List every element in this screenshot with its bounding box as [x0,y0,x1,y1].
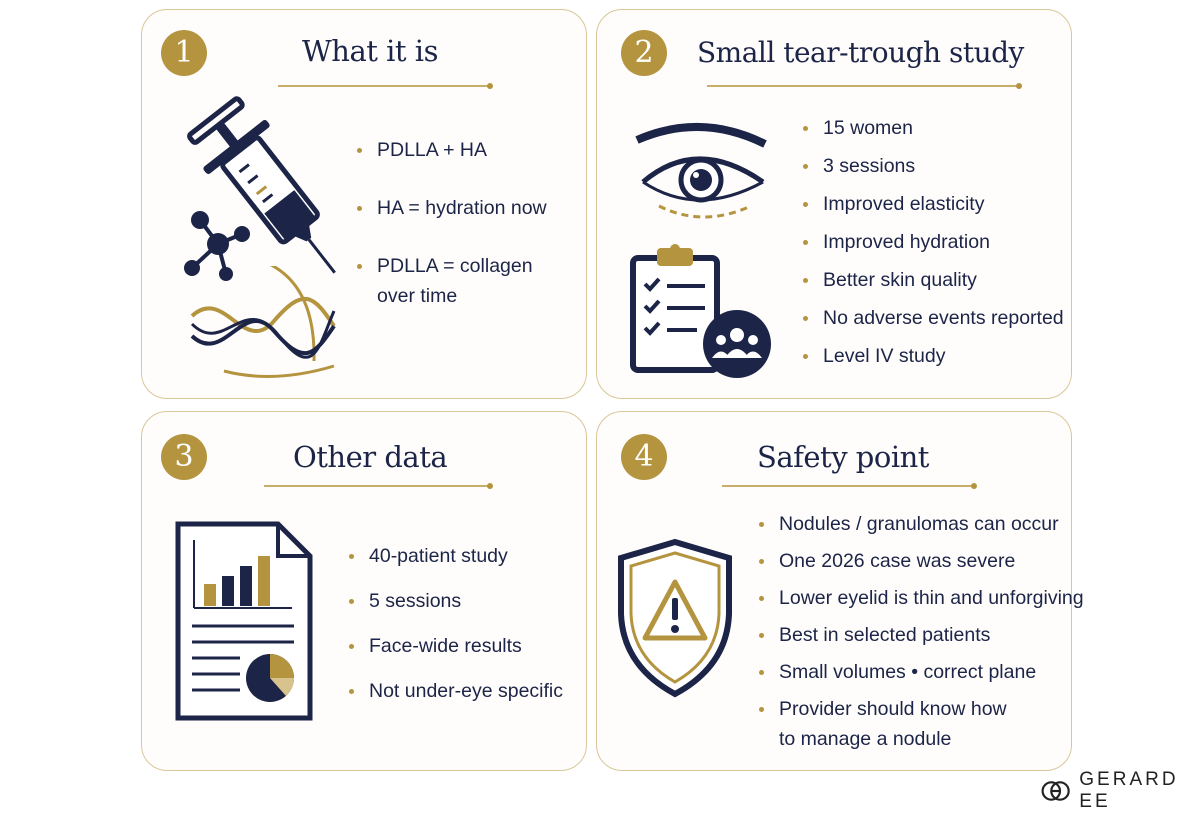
list-item: Face-wide results [347,634,563,659]
molecule-icon [184,211,250,281]
card-title: Small tear-trough study [697,36,1024,69]
ge-monogram-icon [1041,781,1070,801]
card-safety-point: 4 Safety point Nodules / granulomas can … [596,411,1084,771]
title-underline [264,483,493,488]
list-item-continuation: over time [377,285,458,307]
brand-name: GERARD EE [1079,769,1179,812]
bullet-list: Nodules / granulomas can occur One 2026 … [757,512,1084,752]
bullet-list: 40-patient study 5 sessions Face-wide re… [347,544,563,704]
list-item: 15 women [801,116,1064,141]
list-item: Small volumes • correct plane [757,660,1084,685]
group-people-icon [703,310,771,378]
step-number-badge: 4 [621,434,667,480]
card-tear-trough-study: 2 Small tear-trough study 15 women 3 ses… [596,9,1072,399]
brand-mark: GERARD EE [1040,769,1200,813]
clipboard-checklist-icon [630,244,720,373]
card-title: Other data [293,440,448,474]
list-item: 40-patient study [347,544,563,569]
list-item: One 2026 case was severe [757,549,1084,574]
list-item: Level IV study [801,344,1064,369]
list-item-continuation: to manage a nodule [779,728,952,750]
list-item: HA = hydration now [355,196,547,221]
card-other-data: 3 Other data 40-patient study 5 sessions… [141,411,587,771]
step-number-badge: 1 [161,30,207,76]
report-chart-icon [175,521,313,721]
list-item: Improved hydration [801,230,1064,255]
syringe-icon [187,96,336,274]
list-item: Provider should know how [757,697,1084,722]
eye-icon [635,123,767,219]
card-title: Safety point [757,440,929,474]
card-what-it-is: 1 What it is [141,9,587,399]
title-underline [707,83,1022,88]
bullet-list: 15 women 3 sessions Improved elasticity … [801,116,1064,369]
list-item: 5 sessions [347,589,563,614]
list-item: Nodules / granulomas can occur [757,512,1084,537]
collagen-fiber-icon [190,266,336,378]
list-item: Best in selected patients [757,623,1084,648]
bullet-list: PDLLA + HA HA = hydration now PDLLA = co… [355,138,547,309]
list-item: Lower eyelid is thin and unforgiving [757,586,1084,611]
list-item: Better skin quality [801,268,1064,293]
list-item: Not under-eye specific [347,679,563,704]
list-item: 3 sessions [801,154,1064,179]
list-item: No adverse events reported [801,306,1064,331]
warning-shield-icon [618,538,732,698]
list-item: PDLLA = collagen [355,254,547,279]
step-number-badge: 2 [621,30,667,76]
list-item: PDLLA + HA [355,138,547,163]
card-title: What it is [302,34,438,68]
title-underline [278,83,493,88]
title-underline [722,483,977,488]
step-number-badge: 3 [161,434,207,480]
list-item: Improved elasticity [801,192,1064,217]
